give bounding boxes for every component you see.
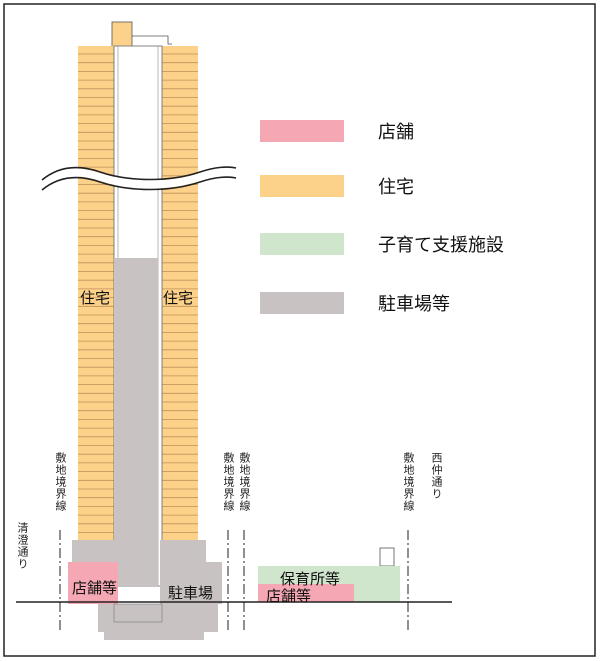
legend-label-childcare: 子育て支援施設: [378, 235, 504, 256]
boundary-label-2: 敷地境界線: [222, 452, 235, 512]
legend-label-retail: 店舗: [378, 122, 414, 143]
legend-swatch-retail: [260, 120, 344, 142]
annex-roof-box: [379, 547, 395, 567]
podium-parking-right: [160, 540, 206, 562]
annex-childcare-label: 保育所等: [280, 570, 341, 588]
tower-residential-left: [78, 46, 114, 540]
legend-label-residential: 住宅: [378, 177, 414, 198]
boundary-label-1: 敷地境界線: [54, 452, 67, 512]
tower-retail-label: 店舗等: [72, 579, 118, 597]
parking-shaft: [114, 258, 158, 586]
street-label-right: 西仲通り: [430, 452, 443, 500]
street-label-left: 清澄通り: [16, 522, 29, 570]
annex-childcare-ground: [354, 584, 400, 602]
annex-childcare: [258, 566, 400, 584]
podium-parking-left: [72, 540, 118, 562]
basement-lower: [104, 632, 204, 640]
retail-ground-left: [68, 562, 118, 604]
legend-swatch-childcare: [260, 233, 344, 255]
rooftop-box: [111, 21, 133, 49]
tower-residential-right: [162, 46, 198, 540]
break-band: [42, 168, 236, 189]
residential-block-left: [78, 46, 114, 540]
legend-swatch-parking: [260, 292, 344, 314]
parking-ground-right: [160, 562, 222, 604]
tower-parking-label: 駐車場: [168, 584, 214, 602]
residential-block-right: [162, 46, 198, 540]
legend-swatch-residential: [260, 175, 344, 197]
rooftop-railing: [132, 35, 172, 45]
boundary-label-4: 敷地境界線: [402, 452, 415, 512]
outer-frame: [3, 3, 596, 657]
tower-left-label: 住宅: [80, 289, 111, 307]
break-mark-top: [41, 166, 237, 181]
tower-right-label: 住宅: [163, 289, 194, 307]
basement-inner: [113, 603, 163, 623]
annex-retail: [258, 584, 354, 602]
boundary-label-3: 敷地境界線: [238, 452, 251, 512]
break-mark-bottom: [41, 176, 237, 191]
legend-label-parking: 駐車場等: [378, 294, 450, 315]
annex-retail-label: 店舗等: [266, 587, 312, 605]
